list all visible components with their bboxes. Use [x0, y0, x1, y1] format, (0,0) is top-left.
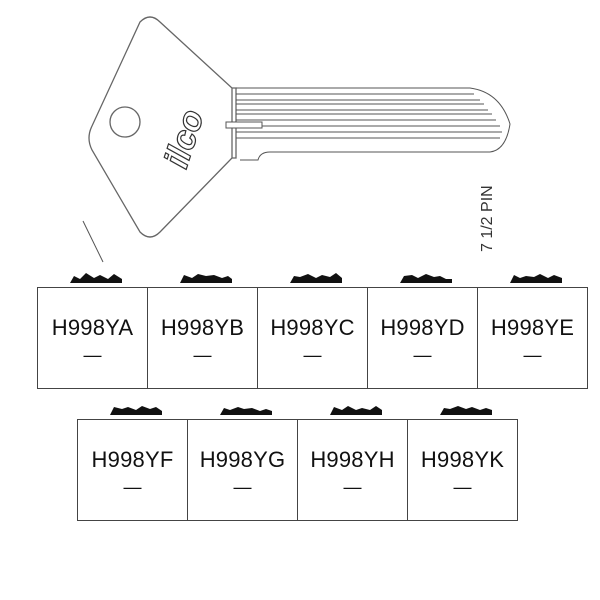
- cut-profile-icon: [400, 274, 452, 283]
- key-cell-h998yc: H998YC —: [257, 273, 368, 389]
- key-cell-h998yd: H998YD —: [367, 274, 478, 389]
- cut-profile-icon: [290, 273, 342, 283]
- key-code: H998YB: [160, 315, 245, 340]
- cut-profile-icon: [440, 406, 492, 415]
- key-code: H998YD: [380, 315, 465, 340]
- key-hole: [109, 106, 141, 138]
- key-cell-h998yh: H998YH —: [297, 406, 408, 521]
- key-mark: —: [453, 477, 472, 497]
- cut-profile-icon: [110, 406, 162, 415]
- key-code: H998YC: [270, 315, 355, 340]
- key-mark: —: [193, 345, 212, 365]
- pin-count-label: 7 1/2 PIN: [479, 185, 496, 252]
- key-code: H998YF: [91, 447, 174, 472]
- key-mark: —: [303, 345, 322, 365]
- key-mark: —: [83, 345, 102, 365]
- key-cell-h998ye: H998YE —: [477, 274, 588, 389]
- key-code: H998YG: [199, 447, 286, 472]
- cut-profile-icon: [220, 407, 272, 415]
- key-code-row-2: H998YF — H998YG — H998YH — H998YK —: [77, 406, 518, 521]
- cut-profile-icon: [510, 274, 562, 283]
- key-code: H998YE: [490, 315, 575, 340]
- key-code: H998YA: [51, 315, 134, 340]
- key-cell-h998yg: H998YG —: [187, 407, 298, 521]
- key-cell-h998yf: H998YF —: [77, 406, 188, 521]
- cut-profile-icon: [70, 273, 122, 283]
- key-mark: —: [123, 477, 142, 497]
- key-blade: [225, 87, 511, 161]
- key-mark: —: [343, 477, 362, 497]
- key-cell-h998yk: H998YK —: [407, 406, 518, 521]
- key-mark: —: [523, 345, 542, 365]
- cut-profile-icon: [180, 274, 232, 283]
- key-code-row-1: H998YA — H998YB — H998YC — H998YD — H998…: [37, 273, 588, 389]
- key-code: H998YH: [310, 447, 395, 472]
- leader-line: [82, 220, 104, 263]
- key-cell-h998ya: H998YA —: [37, 273, 148, 389]
- key-code: H998YK: [420, 447, 505, 472]
- key-mark: —: [233, 477, 252, 497]
- cut-profile-icon: [330, 406, 382, 415]
- key-blank-illustration: ilco 7 1/2 PIN: [82, 16, 511, 263]
- key-bow: [88, 16, 233, 238]
- key-mark: —: [413, 345, 432, 365]
- key-cell-h998yb: H998YB —: [147, 274, 258, 389]
